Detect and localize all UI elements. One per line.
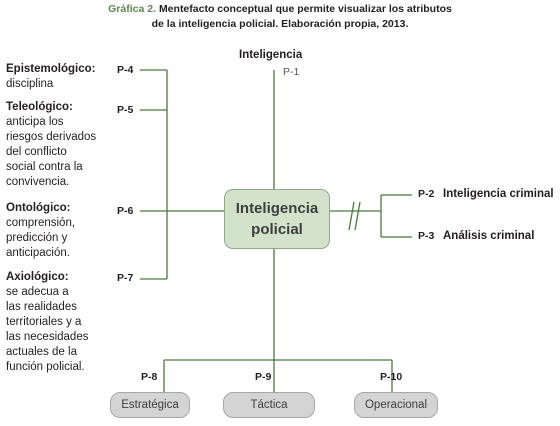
attribute-line: actuales de la	[6, 346, 77, 358]
superordinate-code: P-1	[283, 66, 300, 78]
figure-label: Gráfica 2.	[108, 3, 157, 15]
attribute-line: predicción y	[6, 232, 68, 244]
attribute-line: comprensión,	[6, 217, 76, 229]
attribute-line: se adecua a	[6, 286, 69, 298]
attribute-line: riesgos derivados	[6, 131, 97, 143]
attribute-line: las necesidades	[6, 331, 89, 343]
central-concept-box: Inteligencia policial	[224, 189, 330, 249]
attribute-line: territoriales y a	[6, 316, 82, 328]
attribute-epistemologico: Epistemológico: disciplina	[6, 62, 95, 92]
code-p10: P-10	[380, 371, 403, 383]
type-tactica: Táctica	[223, 392, 315, 418]
type-estrategica: Estratégica	[110, 392, 190, 418]
attribute-line: convivencia.	[6, 176, 70, 188]
code-p8: P-8	[141, 371, 158, 383]
exclusion-slash-1	[348, 201, 355, 231]
code-p3: P-3	[418, 230, 435, 242]
attribute-ontologico: Ontológico: comprensión, predicción y an…	[6, 201, 75, 261]
attribute-line: anticipación.	[6, 247, 70, 259]
exclusion-inteligencia-criminal: Inteligencia criminal	[443, 188, 554, 200]
code-p2: P-2	[418, 188, 435, 200]
central-concept-line1: Inteligencia	[235, 200, 319, 217]
code-p4: P-4	[117, 64, 134, 76]
attribute-teleologico: Teleológico: anticipa los riesgos deriva…	[6, 100, 96, 190]
exclusion-analisis-criminal: Análisis criminal	[443, 230, 535, 242]
attribute-line: disciplina	[6, 78, 54, 90]
attribute-title: Teleológico:	[6, 101, 73, 113]
caption-line1: Mentefacto conceptual que permite visual…	[158, 3, 452, 15]
attribute-line: función policial.	[6, 361, 85, 373]
code-p9: P-9	[255, 371, 272, 383]
caption-line2: de la inteligencia policial. Elaboración…	[151, 18, 409, 30]
central-concept-line2: policial	[251, 221, 303, 238]
attribute-title: Axiológico:	[6, 271, 69, 283]
attribute-title: Epistemológico:	[6, 63, 96, 75]
attribute-line: del conflicto	[6, 146, 67, 158]
figure-caption: Gráfica 2. Mentefacto conceptual que per…	[0, 2, 560, 32]
code-p6: P-6	[117, 205, 134, 217]
superordinate-label: Inteligencia	[239, 49, 303, 61]
attribute-line: social contra la	[6, 161, 83, 173]
attribute-title: Ontológico:	[6, 202, 71, 214]
attribute-line: las realidades	[6, 301, 77, 313]
attribute-axiologico: Axiológico: se adecua a las realidades t…	[6, 270, 88, 375]
type-operacional: Operacional	[354, 392, 438, 418]
exclusion-slash-2	[354, 201, 361, 231]
attribute-line: anticipa los	[6, 116, 64, 128]
code-p7: P-7	[117, 272, 134, 284]
code-p5: P-5	[117, 104, 134, 116]
